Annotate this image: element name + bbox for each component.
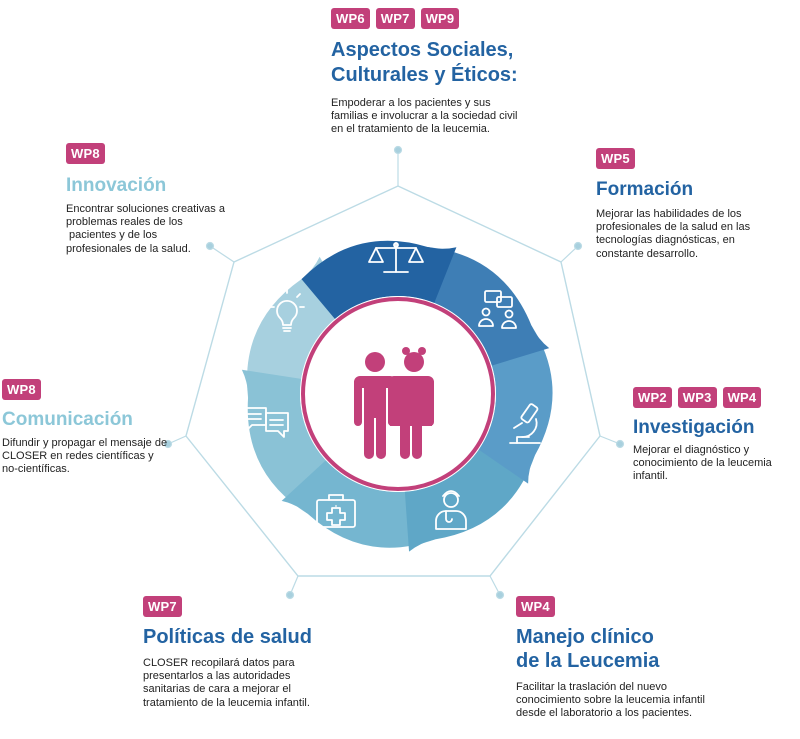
block-investigacion: WP2 WP3 WP4 Investigación Mejorar el dia… <box>633 387 793 484</box>
badge-wp8-innovacion: WP8 <box>66 143 105 164</box>
block-innovacion: WP8 Innovación Encontrar soluciones crea… <box>66 143 246 256</box>
badge-wp3: WP3 <box>677 387 717 408</box>
desc-innovacion-line2: problemas reales de los <box>66 216 183 229</box>
desc-comunicacion-line3: no-científicas. <box>2 463 70 476</box>
block-politicas: WP7 Políticas de salud CLOSER recopilará… <box>143 596 363 710</box>
title-innovacion: Innovación <box>66 175 167 196</box>
badges-innovacion: WP8 <box>66 143 246 164</box>
title-aspectos-line2: Culturales y Éticos: <box>331 64 518 86</box>
outer-heptagon <box>185 185 601 577</box>
title-comunicacion: Comunicación <box>2 409 133 430</box>
desc-investigacion-line1: Mejorar el diagnóstico y <box>633 444 750 456</box>
desc-innovacion-line4: profesionales de la salud. <box>66 242 191 255</box>
block-aspectos: WP6 WP7 WP9 Aspectos Sociales, Culturale… <box>331 8 571 137</box>
discussion-icon <box>478 290 517 329</box>
medical-kit-icon <box>316 494 356 528</box>
title-manejo-line1: Manejo clínico <box>516 626 654 648</box>
badge-wp4: WP4 <box>722 387 762 408</box>
desc-politicas: CLOSER recopilará datos para presentarlo… <box>143 657 363 710</box>
desc-manejo-line1: Facilitar la traslación del nuevo <box>516 681 668 693</box>
title-formacion: Formación <box>596 179 694 200</box>
title-aspectos-line1: Aspectos Sociales, <box>331 39 514 61</box>
desc-formacion-line4: constante desarrollo. <box>596 247 699 260</box>
desc-politicas-line4: tratamiento de la leucemia infantil. <box>143 696 310 709</box>
segment-icon-layer <box>242 242 541 530</box>
desc-aspectos: Empoderar a los pacientes y sus familias… <box>331 97 571 137</box>
block-manejo: WP4 Manejo clínico de la Leucemia Facili… <box>516 596 756 721</box>
connectors <box>163 145 625 600</box>
desc-comunicacion-line1: Difundir y propagar el mensaje de <box>2 437 168 449</box>
microscope-icon <box>509 403 541 444</box>
desc-comunicacion: Difundir y propagar el mensaje de CLOSER… <box>2 437 182 477</box>
desc-politicas-line3: sanitarias de cara a mejorar el <box>143 683 291 696</box>
badge-wp5: WP5 <box>596 148 635 169</box>
desc-politicas-line1: CLOSER recopilará datos para <box>143 657 295 669</box>
desc-formacion: Mejorar las habilidades de los profesion… <box>596 208 786 261</box>
desc-comunicacion-line2: CLOSER en redes científicas y <box>2 450 154 463</box>
title-investigacion: Investigación <box>633 417 755 438</box>
badges-aspectos: WP6 WP7 WP9 <box>331 8 571 29</box>
doctor-icon <box>435 490 467 530</box>
badge-wp4-manejo: WP4 <box>516 596 555 617</box>
scales-icon <box>368 242 424 273</box>
badge-wp7-politicas: WP7 <box>143 596 182 617</box>
title-politicas: Políticas de salud <box>143 626 312 648</box>
badges-comunicacion: WP8 <box>2 379 182 400</box>
desc-innovacion-line1: Encontrar soluciones creativas a <box>66 203 225 215</box>
badges-formacion: WP5 <box>596 148 786 169</box>
desc-innovacion: Encontrar soluciones creativas a problem… <box>66 203 246 256</box>
desc-innovacion-line3: pacientes y de los <box>66 229 158 242</box>
block-comunicacion: WP8 Comunicación Difundir y propagar el … <box>2 379 182 477</box>
desc-investigacion-line2: conocimiento de la leucemia <box>633 457 772 470</box>
badges-manejo: WP4 <box>516 596 756 617</box>
badges-investigacion: WP2 WP3 WP4 <box>633 387 793 408</box>
chat-bubbles-icon <box>242 407 289 438</box>
title-manejo-line2: de la Leucemia <box>516 650 660 672</box>
badge-wp9: WP9 <box>420 8 460 29</box>
desc-investigacion: Mejorar el diagnóstico y conocimiento de… <box>633 444 793 484</box>
desc-politicas-line2: presentarlos a las autoridades <box>143 670 291 683</box>
segment-formacion <box>417 246 550 366</box>
desc-investigacion-line3: infantil. <box>633 470 668 483</box>
desc-formacion-line2: profesionales de la salud en las <box>596 221 751 234</box>
segment-investigacion <box>478 325 553 484</box>
title-manejo: Manejo clínico de la Leucemia <box>516 625 756 673</box>
desc-manejo-line2: conocimiento sobre la leucemia infantil <box>516 694 705 707</box>
badge-wp8-comunicacion: WP8 <box>2 379 41 400</box>
segment-aspectos <box>301 240 457 319</box>
badge-wp7: WP7 <box>375 8 415 29</box>
desc-aspectos-line3: en el tratamiento de la leucemia. <box>331 123 490 136</box>
desc-formacion-line1: Mejorar las habilidades de los <box>596 208 742 220</box>
lightbulb-icon <box>269 287 305 332</box>
block-formacion: WP5 Formación Mejorar las habilidades de… <box>596 148 786 261</box>
badge-wp6: WP6 <box>331 8 370 29</box>
desc-manejo-line3: desde el laboratorio a los pacientes. <box>516 707 693 720</box>
badges-politicas: WP7 <box>143 596 363 617</box>
desc-aspectos-line2: familias e involucrar a la sociedad civi… <box>331 110 518 123</box>
desc-aspectos-line1: Empoderar a los pacientes y sus <box>331 97 491 109</box>
badge-wp2: WP2 <box>633 387 672 408</box>
segment-politicas <box>281 460 436 548</box>
title-aspectos: Aspectos Sociales, Culturales y Éticos: <box>331 38 571 88</box>
children-icon <box>354 347 434 459</box>
desc-manejo: Facilitar la traslación del nuevo conoci… <box>516 681 756 721</box>
desc-formacion-line3: tecnologías diagnósticas, en <box>596 234 735 247</box>
